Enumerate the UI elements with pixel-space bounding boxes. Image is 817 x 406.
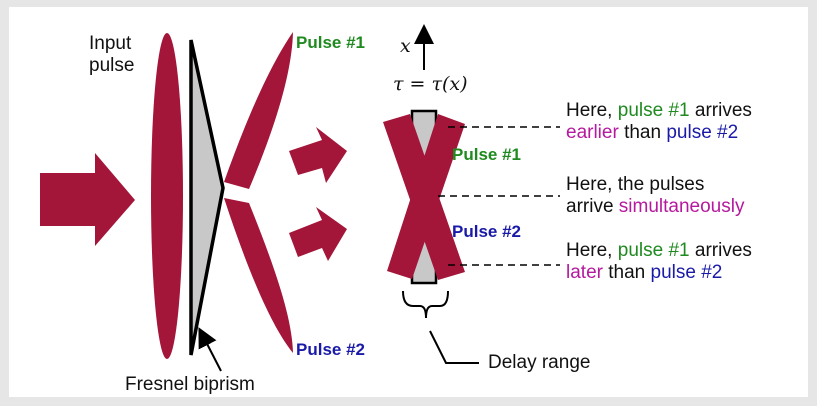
pulse1-label-delay: Pulse #1 — [452, 145, 521, 164]
pulse1-label: Pulse #1 — [296, 33, 365, 52]
input-pulse-label-line2: pulse — [89, 54, 135, 76]
x-axis-label: x — [400, 35, 411, 57]
note-bottom-later: later — [566, 261, 603, 283]
note-top-line1: Here, pulse #1 arrives — [566, 100, 752, 122]
note-bottom-pulse2: pulse #2 — [650, 261, 723, 283]
crossed-pulse-2 — [387, 114, 465, 279]
note-bottom-arrives: arrives — [689, 240, 752, 261]
delay-range-pointer — [429, 330, 479, 364]
fresnel-biprism-label: Fresnel biprism — [125, 374, 255, 395]
note-bottom-line2: later than pulse #2 — [566, 262, 752, 284]
note-mid-line1: Here, the pulses — [566, 174, 705, 195]
input-arrow — [40, 153, 135, 246]
note-mid-arrive: arrive — [566, 195, 619, 217]
note-mid-line2: arrive simultaneously — [566, 196, 744, 218]
note-top-line2: earlier than pulse #2 — [566, 122, 752, 144]
note-bottom-than: than — [602, 261, 651, 283]
input-pulse-label: Input pulse — [89, 33, 134, 77]
note-top-arrives: arrives — [689, 100, 752, 121]
input-pulse-shape — [151, 33, 183, 359]
diagram-frame — [9, 7, 808, 397]
pulse1-shape — [224, 32, 293, 189]
delay-range-brace — [402, 290, 449, 319]
tau-equation: τ = τ(x) — [393, 73, 468, 95]
note-mid: Here, the pulses arrive simultaneously — [566, 174, 744, 218]
note-top: Here, pulse #1 arrives earlier than puls… — [566, 100, 752, 144]
pulse2-label-delay: Pulse #2 — [452, 222, 521, 241]
delay-range-label: Delay range — [488, 352, 591, 373]
note-top-than: than — [618, 121, 667, 143]
note-bottom: Here, pulse #1 arrives later than pulse … — [566, 240, 752, 284]
pulse2-label: Pulse #2 — [296, 340, 365, 359]
note-top-pulse1: pulse #1 — [617, 100, 690, 121]
note-top-pulse2: pulse #2 — [666, 121, 739, 143]
note-top-text: Here, — [566, 100, 618, 121]
note-top-earlier: earlier — [566, 121, 619, 143]
note-bottom-pulse1: pulse #1 — [617, 240, 690, 261]
note-bottom-text: Here, — [566, 240, 618, 261]
input-pulse-label-line1: Input — [89, 33, 132, 54]
note-bottom-line1: Here, pulse #1 arrives — [566, 240, 752, 262]
pulse2-shape — [224, 198, 293, 353]
propagation-arrow-lower — [289, 207, 347, 261]
fresnel-biprism — [189, 39, 225, 356]
biprism-pointer — [198, 327, 222, 372]
propagation-arrow-upper — [289, 127, 347, 183]
note-mid-simultaneously: simultaneously — [618, 195, 745, 217]
